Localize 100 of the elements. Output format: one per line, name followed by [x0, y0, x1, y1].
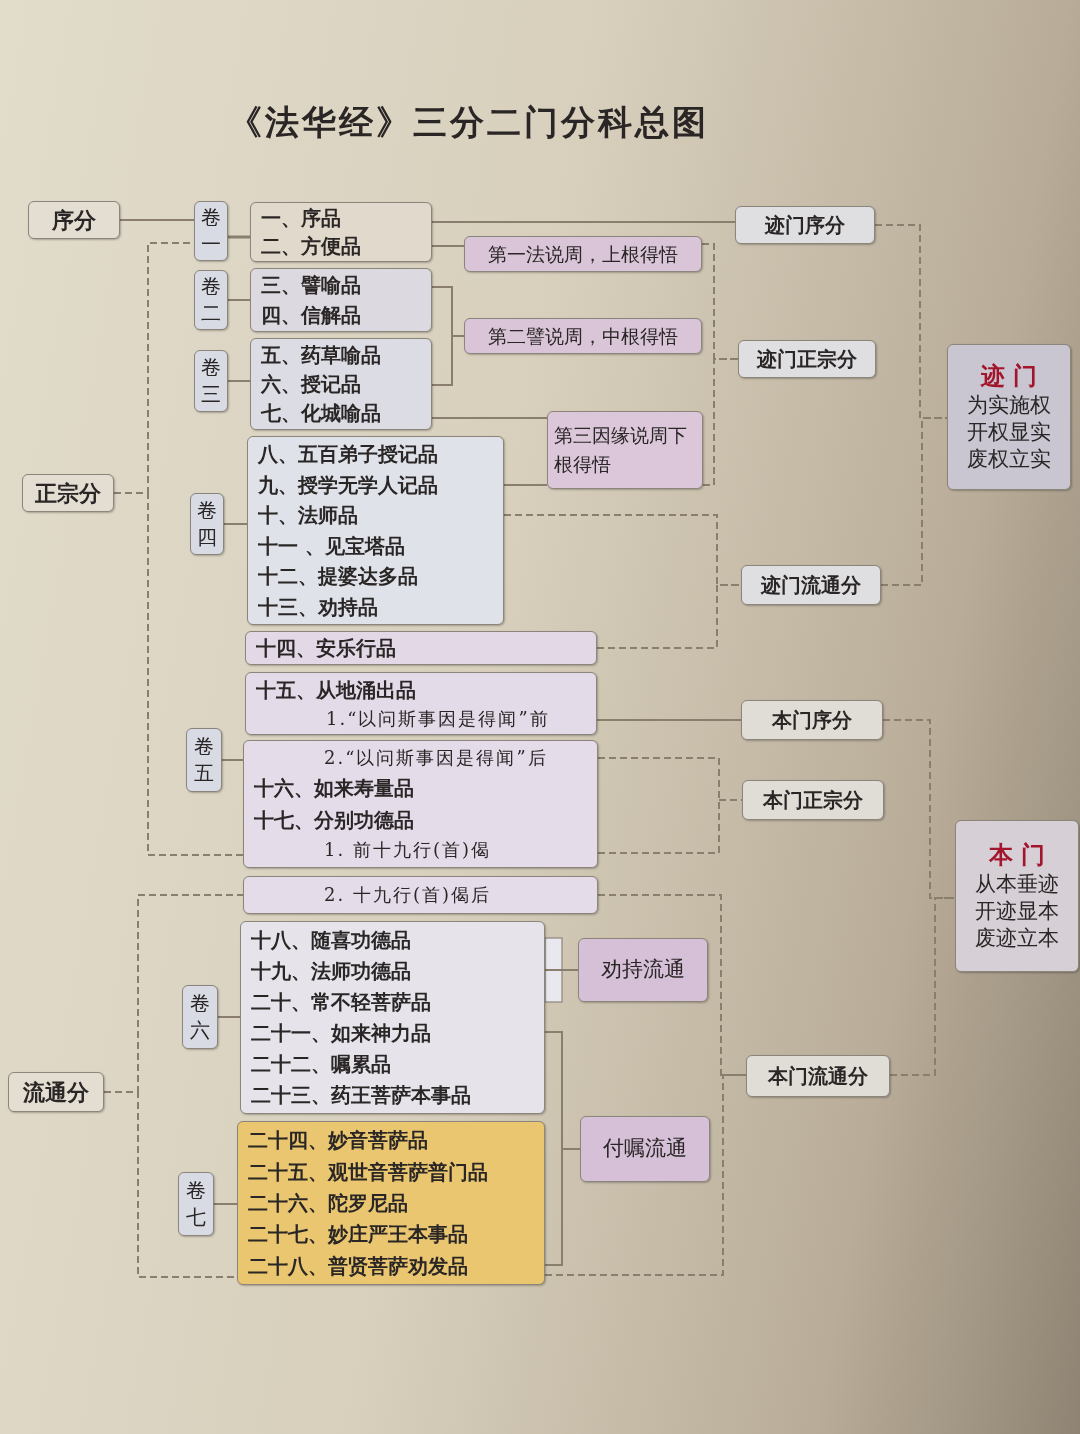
side-box [22, 474, 114, 512]
section-label: 本门流通分 [768, 1063, 868, 1089]
section-label: 迹门流通分 [761, 572, 861, 598]
chapter-title: 十七、分别功德品 [254, 806, 414, 833]
connector-line [596, 719, 742, 721]
section-label: 流通分 [23, 1077, 89, 1107]
connector-line [431, 335, 465, 386]
volume-label: 卷六 [189, 990, 211, 1044]
connector-line [217, 1016, 241, 1018]
connector-line [544, 1148, 581, 1266]
section-box [746, 1055, 890, 1097]
chapter-title: 十三、劝持品 [258, 593, 378, 620]
side-box [8, 1072, 104, 1112]
gate-line: 开权显实 [967, 418, 1051, 446]
section-box [741, 565, 881, 605]
volume-label: 卷三 [200, 354, 222, 408]
connector-line [221, 759, 244, 761]
chapter-box [240, 921, 545, 1114]
volume-label: 卷一 [200, 204, 222, 258]
volume-label: 卷五 [193, 733, 215, 787]
chapter-title: 十八、随喜功德品 [251, 927, 411, 953]
chapter-title: 二十七、妙庄严王本事品 [248, 1221, 468, 1248]
connector-line [880, 417, 948, 586]
chapter-title: 二十三、药王菩萨本事品 [251, 1082, 471, 1108]
cycle-box [547, 411, 703, 489]
connector-line [431, 245, 465, 247]
chapter-title: 二、方便品 [261, 233, 361, 259]
gate-heading: 本 门 [988, 839, 1046, 871]
gate-line: 废权立实 [967, 446, 1051, 474]
gate-line: 开迹显本 [975, 897, 1059, 925]
connector-line [228, 235, 250, 239]
chapter-title: 十一 、见宝塔品 [258, 532, 405, 559]
chapter-title: 一、序品 [261, 205, 341, 231]
title: 《法华经》三分二门分科总图 [228, 101, 709, 144]
volume-label: 卷七 [185, 1177, 207, 1231]
cycle-label: 第一法说周，上根得悟 [488, 241, 678, 267]
cycle-box [464, 318, 702, 354]
section-label: 迹门正宗分 [757, 346, 857, 372]
gate-line: 从本垂迹 [975, 870, 1059, 898]
chapter-box [250, 268, 432, 332]
connector-line [119, 219, 195, 221]
gate-box [955, 820, 1079, 972]
gate-heading: 迹 门 [980, 360, 1038, 392]
connector-line [544, 969, 579, 971]
connector-line [213, 1203, 238, 1205]
chapter-box [250, 338, 432, 430]
chapter-title: 二十四、妙音菩萨品 [248, 1127, 428, 1154]
chapter-title: 九、授学无学人记品 [258, 471, 438, 498]
cycle-box [464, 236, 702, 272]
section-label: 迹门序分 [765, 212, 845, 238]
chapter-title: 十九、法师功德品 [251, 958, 411, 984]
chapter-title: 十、法师品 [258, 502, 358, 529]
chapter-title: 二十、常不轻菩萨品 [251, 989, 431, 1015]
connector-line [223, 523, 248, 525]
section-box [741, 700, 883, 740]
section-label: 序分 [52, 205, 96, 235]
volume-label: 卷二 [200, 273, 222, 327]
chapter-title: 五、药草喻品 [261, 342, 381, 368]
volume-tag [194, 350, 228, 412]
gate-box [947, 344, 1071, 490]
chapter-title: 十二、提婆达多品 [258, 563, 418, 590]
connector-line [227, 380, 251, 382]
volume-tag [182, 985, 218, 1049]
chapter-box [247, 436, 504, 625]
section-box [738, 340, 876, 378]
circulation-box [578, 938, 708, 1002]
chapter-title: 六、授记品 [261, 371, 361, 397]
volume-label: 卷四 [196, 497, 218, 551]
chapter-title: 三、譬喻品 [261, 272, 361, 299]
connector-line [702, 358, 739, 486]
connector-line [544, 1074, 747, 1276]
connector-line [503, 484, 548, 486]
chapter-title: 1. 前十九行(首)偈 [324, 838, 491, 862]
gate-line: 为实施权 [967, 391, 1051, 419]
cycle-label: 第三因缘说周下根得悟 [554, 422, 688, 477]
section-label: 本门正宗分 [763, 787, 863, 813]
connector-line [596, 584, 742, 649]
chapter-box [245, 672, 597, 735]
circulation-box [580, 1116, 710, 1182]
chapter-title: 十五、从地涌出品 [256, 676, 416, 703]
volume-tag [186, 728, 222, 792]
chapter-box [243, 740, 598, 868]
side-box [28, 201, 120, 239]
chapter-title: 2. 十九行(首)偈后 [324, 883, 491, 907]
volume-tag [194, 201, 228, 261]
chapter-title: 二十二、嘱累品 [251, 1051, 391, 1077]
chapter-title: 1.“以问斯事因是得闻”前 [326, 706, 550, 731]
section-box [742, 780, 884, 820]
connector-line [431, 417, 548, 419]
volume-tag [178, 1172, 214, 1236]
chapter-box [250, 202, 432, 262]
chapter-box [245, 631, 597, 665]
chapter-title: 二十六、陀罗尼品 [248, 1190, 408, 1216]
chapter-title: 二十五、观世音菩萨普门品 [248, 1158, 488, 1185]
volume-tag [194, 270, 228, 330]
connector-line [882, 719, 956, 899]
circulation-label: 劝持流通 [601, 956, 685, 984]
chapter-title: 十四、安乐行品 [256, 635, 396, 661]
chapter-box [237, 1121, 545, 1285]
chapter-title: 四、信解品 [261, 301, 361, 328]
